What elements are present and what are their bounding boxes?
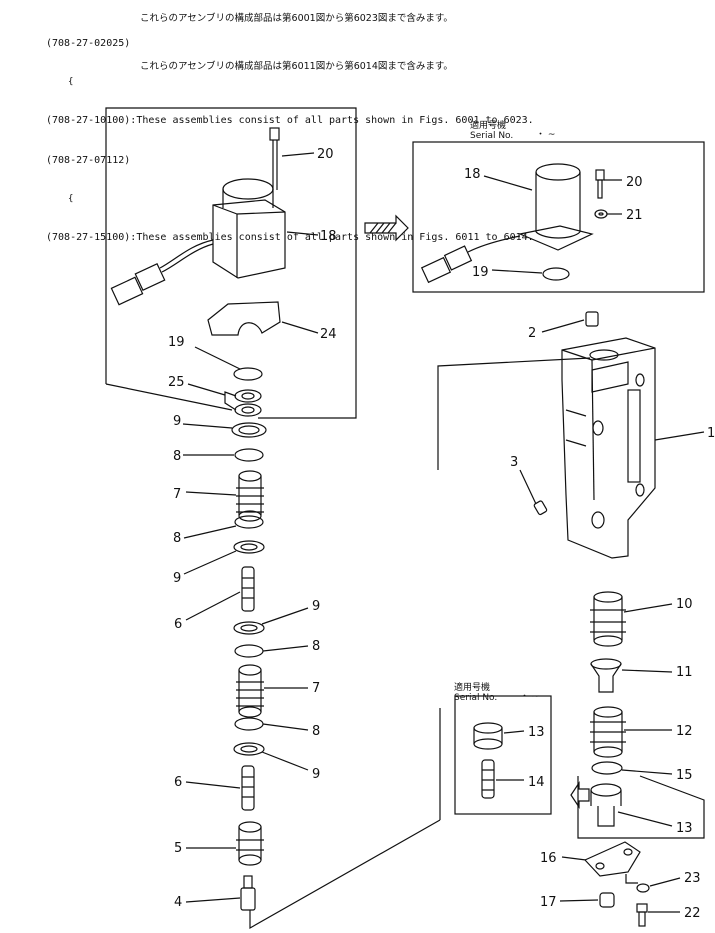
label-9-b: 9 <box>173 571 181 586</box>
assembly-note-en-1: These assemblies consist of all parts sh… <box>136 114 534 126</box>
header-line-4: (708-27-15100):These assemblies consist … <box>46 231 534 243</box>
label-9-a: 9 <box>173 414 181 429</box>
label-6-a: 6 <box>174 617 182 632</box>
label-13-right: 13 <box>676 821 693 836</box>
header-notes: (708-27-02025) { (708-27-10100):These as… <box>46 10 534 258</box>
label-16: 16 <box>540 851 557 866</box>
brace-1: { <box>68 76 74 87</box>
label-9-c: 9 <box>312 599 320 614</box>
label-2: 2 <box>528 326 536 341</box>
serial-range-top: ・ ~ <box>536 130 555 140</box>
label-9-d: 9 <box>312 767 320 782</box>
serial-en-bottom: Serial No. <box>454 693 497 703</box>
label-18-right: 18 <box>464 167 481 182</box>
serial-jp-bottom: 適用号機 <box>454 681 490 693</box>
label-20-left: 20 <box>317 147 334 162</box>
stack-rings-upper <box>187 346 263 417</box>
label-3: 3 <box>510 455 518 470</box>
part-code-2: (708-27-10100) <box>46 114 131 126</box>
header-line-2: (708-27-10100):These assemblies consist … <box>46 114 534 126</box>
label-5: 5 <box>174 841 182 856</box>
header-line-3: (708-27-07112) <box>46 154 534 168</box>
brace-2: { <box>68 193 74 204</box>
part-labels: 20 18 24 19 25 9 8 7 8 9 6 9 8 7 8 9 6 5… <box>168 119 715 921</box>
label-13-box: 13 <box>528 725 545 740</box>
part-code-3: (708-27-07112) <box>46 155 131 166</box>
label-10: 10 <box>676 597 693 612</box>
assembly-note-jp-1: これらのアセンブリの構成部品は第6001図から第6023図まで含みます。 <box>140 13 453 24</box>
serial-en-top: Serial No. <box>470 131 513 141</box>
label-8-b: 8 <box>173 531 181 546</box>
part-code-1: (708-27-02025) <box>46 38 131 49</box>
bolt-20-left <box>269 127 315 190</box>
label-19-left: 19 <box>168 335 185 350</box>
label-17: 17 <box>540 895 557 910</box>
label-8-c: 8 <box>312 639 320 654</box>
solenoid-18-left <box>110 178 319 306</box>
label-21: 21 <box>626 208 643 223</box>
serial-variant-box-top <box>412 141 705 293</box>
label-19-right: 19 <box>472 265 489 280</box>
header-line-1: (708-27-02025) <box>46 37 534 51</box>
label-23: 23 <box>684 871 701 886</box>
serial-range-bottom: ・ ~ <box>520 692 539 702</box>
label-6-b: 6 <box>174 775 182 790</box>
label-25: 25 <box>168 375 185 390</box>
label-4: 4 <box>174 895 182 910</box>
label-20-right: 20 <box>626 175 643 190</box>
label-22: 22 <box>684 906 701 921</box>
valve-body-1 <box>437 311 705 559</box>
label-8-a: 8 <box>173 449 181 464</box>
solenoid-assembly-box <box>105 107 357 419</box>
label-7-b: 7 <box>312 681 320 696</box>
gasket-24 <box>207 301 319 336</box>
part-code-4: (708-27-15100) <box>46 231 131 243</box>
label-8-d: 8 <box>312 724 320 739</box>
label-1: 1 <box>707 426 715 441</box>
assembly-note-en-2: These assemblies consist of all parts sh… <box>136 231 534 243</box>
label-11: 11 <box>676 665 693 680</box>
stack-parts-left <box>182 422 441 930</box>
serial-jp-top: 適用号機 <box>470 119 506 131</box>
label-24: 24 <box>320 327 337 342</box>
arrow-to-serial-variant <box>364 214 409 242</box>
assembly-note-jp-2: これらのアセンブリの構成部品は第6011図から第6014図まで含みます。 <box>140 61 453 72</box>
label-12: 12 <box>676 724 693 739</box>
label-7-a: 7 <box>173 487 181 502</box>
stack-parts-right <box>559 591 705 927</box>
label-18-left: 18 <box>320 229 337 244</box>
label-15: 15 <box>676 768 693 783</box>
serial-variant-box-bottom <box>439 695 552 820</box>
label-14: 14 <box>528 775 545 790</box>
